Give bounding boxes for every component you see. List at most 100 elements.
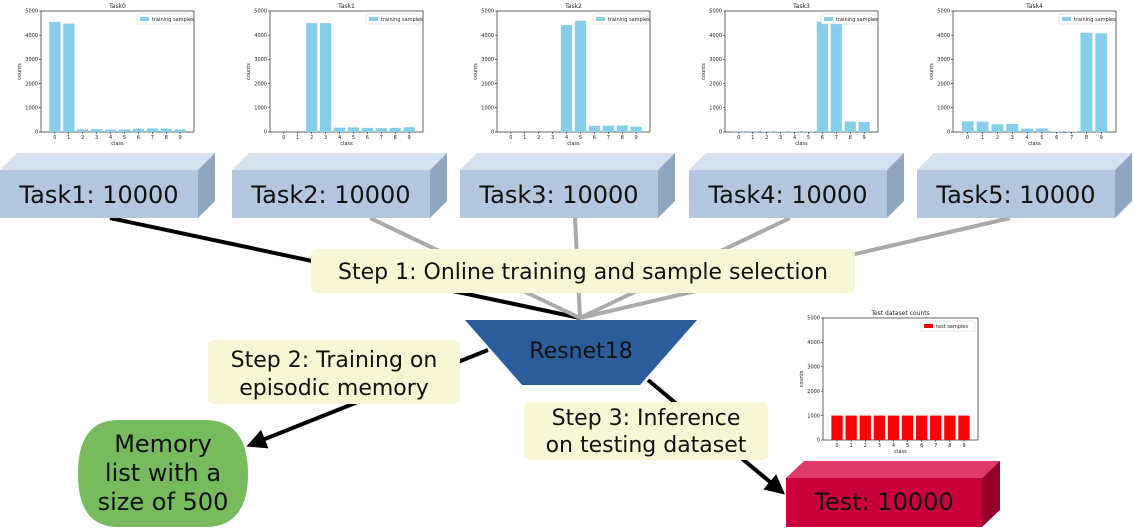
task-label: Task3: 10000 <box>478 181 638 209</box>
y-tick-label: 3000 <box>807 365 820 371</box>
y-tick-label: 0 <box>719 130 722 136</box>
x-tick-label: 0 <box>835 443 838 449</box>
y-tick-label: 3000 <box>481 57 494 63</box>
x-tick-label: 6 <box>821 135 824 141</box>
y-axis-label: counts <box>701 63 707 80</box>
bar <box>63 23 75 132</box>
legend-label: training samples <box>152 17 194 23</box>
task-box-side <box>198 153 215 218</box>
y-tick-label: 4000 <box>807 340 820 346</box>
bar <box>320 23 332 133</box>
task-box-front <box>232 170 430 218</box>
bar <box>901 415 914 440</box>
x-tick-label: 8 <box>621 135 624 141</box>
bar <box>916 415 928 440</box>
x-axis-label: class <box>894 449 907 455</box>
task-box-front <box>689 170 887 218</box>
x-tick-label: 4 <box>109 135 112 141</box>
x-tick-label: 1 <box>67 135 70 141</box>
bar <box>347 127 360 132</box>
bar <box>991 124 1004 132</box>
x-tick-label: 7 <box>835 135 838 141</box>
memory-line2: list with a <box>105 459 221 487</box>
task-label: Task2: 10000 <box>250 181 410 209</box>
chart-title: Task2 <box>564 3 582 10</box>
test-box-top <box>786 461 1000 478</box>
y-tick-label: 4000 <box>481 33 494 39</box>
x-tick-label: 2 <box>765 135 768 141</box>
x-tick-label: 6 <box>366 135 369 141</box>
bar <box>844 121 856 132</box>
y-tick-label: 2000 <box>709 81 722 87</box>
bar <box>306 23 318 133</box>
legend-label: training samples <box>381 17 423 23</box>
x-tick-label: 2 <box>81 135 84 141</box>
x-tick-label: 2 <box>864 443 867 449</box>
x-tick-label: 7 <box>1070 135 1073 141</box>
x-tick-label: 3 <box>324 135 327 141</box>
y-tick-label: 3000 <box>25 57 38 63</box>
bar <box>49 21 61 132</box>
test-node: Test: 10000 <box>786 461 1000 527</box>
step2-label: Step 2: Training on episodic memory <box>208 340 460 404</box>
x-tick-label: 4 <box>793 135 796 141</box>
y-tick-label: 0 <box>947 130 950 136</box>
task-box-top <box>460 153 675 170</box>
x-tick-label: 9 <box>1100 135 1103 141</box>
x-tick-label: 5 <box>579 135 582 141</box>
x-tick-label: 9 <box>408 135 411 141</box>
task-box-5: Task5: 10000 <box>917 153 1132 218</box>
x-tick-label: 2 <box>996 135 999 141</box>
y-tick-label: 3000 <box>709 57 722 63</box>
bar <box>118 129 131 132</box>
bar <box>845 415 857 440</box>
legend-label: training samples <box>836 17 878 23</box>
y-tick-label: 3000 <box>254 57 267 63</box>
x-tick-label: 0 <box>737 135 740 141</box>
y-tick-label: 4000 <box>937 33 950 39</box>
task-box-side <box>1115 153 1132 218</box>
bar <box>389 127 401 132</box>
x-tick-label: 9 <box>863 135 866 141</box>
bar <box>1035 128 1048 132</box>
bar <box>104 129 117 132</box>
bar <box>858 121 870 132</box>
x-tick-label: 4 <box>565 135 568 141</box>
test-box-side <box>982 461 1000 527</box>
y-tick-label: 1000 <box>25 106 38 112</box>
x-tick-label: 7 <box>380 135 383 141</box>
x-tick-label: 5 <box>807 135 810 141</box>
bar <box>560 25 573 133</box>
bar <box>630 126 642 132</box>
legend-label: training samples <box>1074 17 1116 23</box>
bar <box>1080 32 1093 132</box>
chart-title: Task1 <box>337 3 355 10</box>
bar <box>859 415 871 440</box>
bar <box>930 415 942 440</box>
bar <box>1006 124 1019 132</box>
x-tick-label: 8 <box>1085 135 1088 141</box>
x-tick-label: 8 <box>394 135 397 141</box>
y-tick-label: 5000 <box>937 9 950 15</box>
x-tick-label: 8 <box>849 135 852 141</box>
y-tick-label: 0 <box>817 438 820 444</box>
task-box-2: Task2: 10000 <box>232 153 447 218</box>
y-tick-label: 0 <box>35 130 38 136</box>
x-tick-label: 4 <box>1025 135 1028 141</box>
x-tick-label: 3 <box>1011 135 1014 141</box>
bar <box>944 415 956 440</box>
x-tick-label: 7 <box>151 135 154 141</box>
y-tick-label: 2000 <box>937 81 950 87</box>
legend-swatch <box>824 17 833 21</box>
bar <box>816 21 828 132</box>
x-tick-label: 5 <box>123 135 126 141</box>
step3-label: Step 3: Inference on testing dataset <box>524 402 768 460</box>
bar <box>403 127 415 132</box>
x-tick-label: 7 <box>607 135 610 141</box>
chart-5: Test dataset counts010002000300040005000… <box>799 310 979 455</box>
legend-box <box>136 13 192 25</box>
x-tick-label: 1 <box>523 135 526 141</box>
bar <box>961 121 974 132</box>
